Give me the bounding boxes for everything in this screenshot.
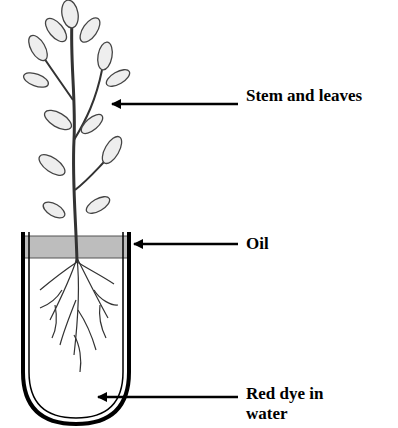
part-label: Stem and leaves: [246, 86, 366, 106]
part-label: Oil: [246, 234, 366, 254]
roots: [40, 258, 118, 372]
part-label: Red dye in water: [246, 384, 356, 424]
leader-arrows: [98, 104, 238, 397]
stem: [72, 20, 77, 262]
leaves: [22, 0, 133, 221]
test-tube: [23, 232, 129, 424]
